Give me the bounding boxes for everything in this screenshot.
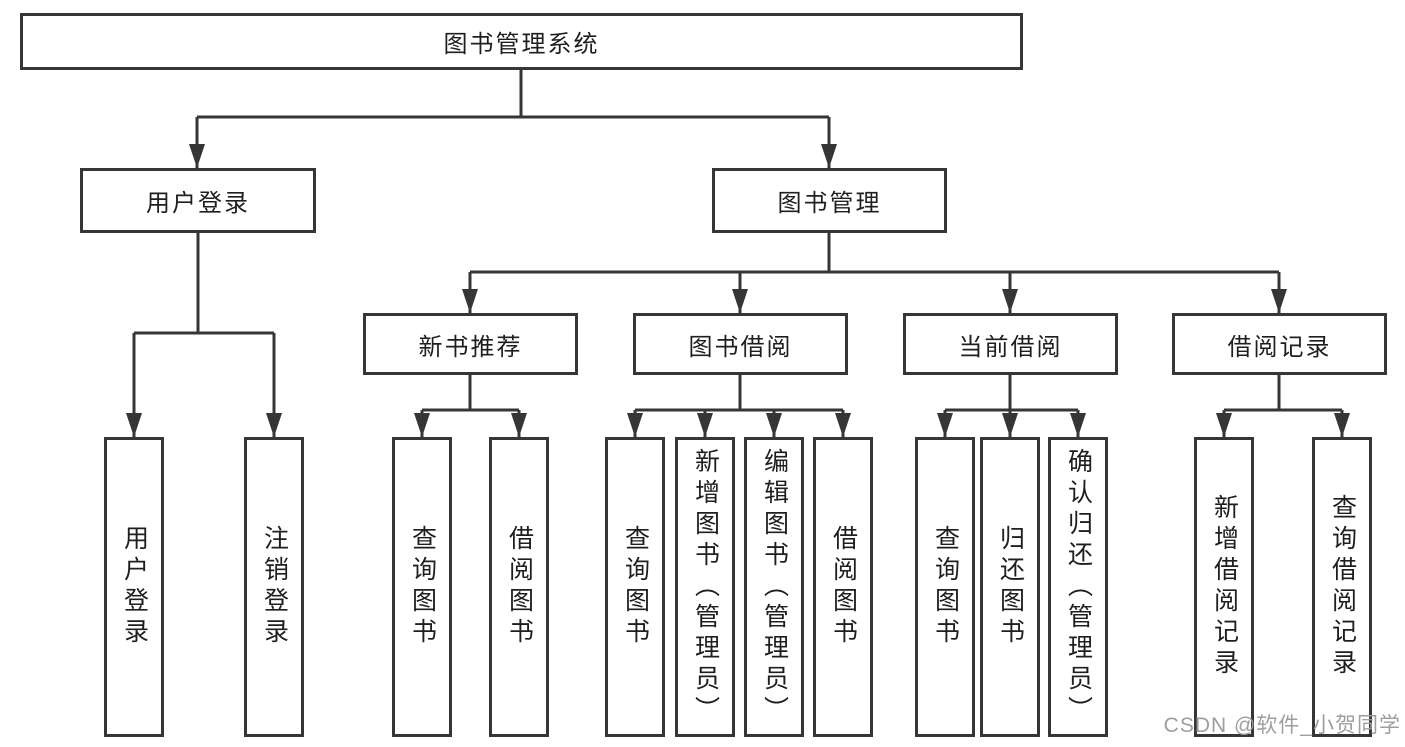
leaf-borrowing-add-books-admin-label: 新增图书（管理员） <box>691 447 720 727</box>
leaf-borrowing-borrow-books-label: 借阅图书 <box>829 525 858 649</box>
node-book-management-label: 图书管理 <box>777 190 882 217</box>
leaf-current-return-books: 归还图书 <box>980 437 1040 737</box>
node-book-borrowing: 图书借阅 <box>633 313 848 375</box>
leaf-borrowing-borrow-books: 借阅图书 <box>813 437 873 737</box>
node-borrow-records-label: 借阅记录 <box>1227 333 1332 361</box>
leaf-records-query-record: 查询借阅记录 <box>1312 437 1372 737</box>
leaf-logout: 注销登录 <box>244 437 304 737</box>
leaf-current-confirm-return-admin-label: 确认归还（管理员） <box>1064 447 1093 727</box>
leaf-current-return-books-label: 归还图书 <box>996 525 1025 649</box>
node-current-borrowing-label: 当前借阅 <box>958 333 1063 361</box>
node-new-book-recommend: 新书推荐 <box>363 313 578 375</box>
leaf-current-query-books: 查询图书 <box>915 437 975 737</box>
leaf-records-add-record: 新增借阅记录 <box>1194 437 1254 737</box>
node-book-borrowing-label: 图书借阅 <box>688 333 793 361</box>
leaf-recommend-query-books: 查询图书 <box>392 437 452 737</box>
leaf-borrowing-edit-books-admin: 编辑图书（管理员） <box>744 437 804 737</box>
leaf-logout-label: 注销登录 <box>260 525 289 649</box>
node-new-book-recommend-label: 新书推荐 <box>418 333 523 361</box>
leaf-current-confirm-return-admin: 确认归还（管理员） <box>1048 437 1108 737</box>
leaf-recommend-borrow-books: 借阅图书 <box>489 437 549 737</box>
node-user-login-label: 用户登录 <box>146 190 250 217</box>
csdn-watermark: CSDN @软件_小贺同学 <box>1163 714 1401 737</box>
leaf-user-login-label: 用户登录 <box>120 525 149 649</box>
leaf-borrowing-query-books: 查询图书 <box>605 437 665 737</box>
leaf-user-login: 用户登录 <box>104 437 164 737</box>
node-root-system: 图书管理系统 <box>20 13 1023 70</box>
leaf-recommend-borrow-books-label: 借阅图书 <box>505 525 534 649</box>
node-borrow-records: 借阅记录 <box>1172 313 1387 375</box>
leaf-current-query-books-label: 查询图书 <box>931 525 960 649</box>
leaf-borrowing-add-books-admin: 新增图书（管理员） <box>675 437 735 737</box>
node-user-login: 用户登录 <box>80 168 316 233</box>
leaf-recommend-query-books-label: 查询图书 <box>408 525 437 649</box>
leaf-records-add-record-label: 新增借阅记录 <box>1210 494 1239 680</box>
node-book-management: 图书管理 <box>712 168 947 233</box>
node-current-borrowing: 当前借阅 <box>903 313 1118 375</box>
leaf-records-query-record-label: 查询借阅记录 <box>1328 494 1357 680</box>
leaf-borrowing-edit-books-admin-label: 编辑图书（管理员） <box>760 447 789 727</box>
leaf-borrowing-query-books-label: 查询图书 <box>621 525 650 649</box>
node-root-system-label: 图书管理系统 <box>443 31 600 58</box>
